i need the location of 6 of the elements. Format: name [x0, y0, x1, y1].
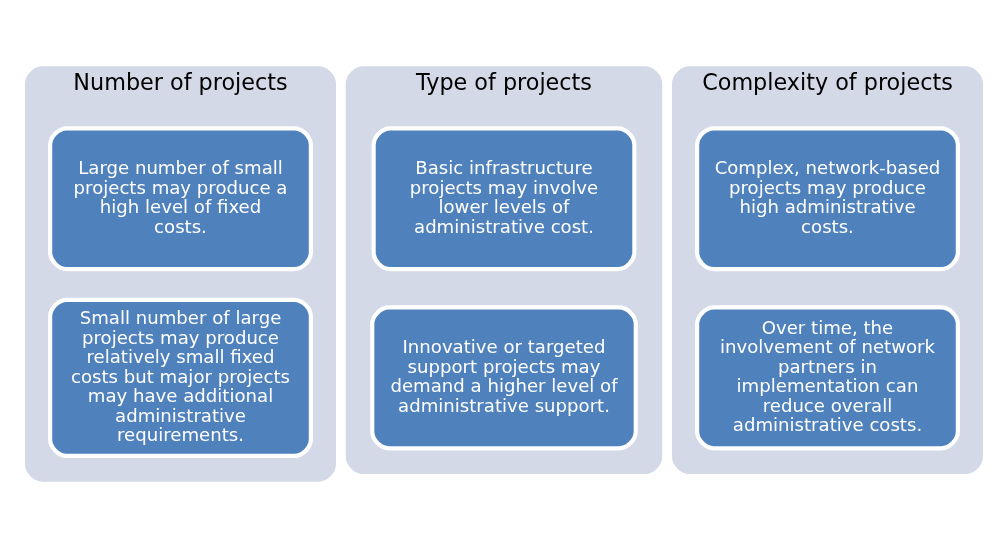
node-box: Small number of large projects may produce relatively small fixed costs but major projects may have additional administrative requirements. — [47, 297, 313, 459]
node-box: Large number of small projects may produce a high level of fixed costs. — [47, 126, 313, 272]
node-box: Innovative or targeted support projects may demand a higher level of administrative support. — [369, 305, 638, 451]
node-box: Over time, the involvement of network partners in implementation can reduce overall administrative costs. — [694, 305, 960, 451]
node-box: Complex, network-based projects may produce high administrative costs. — [694, 126, 960, 272]
node-box: Basic infrastructure projects may involve lower levels of administrative cost. — [371, 126, 636, 272]
